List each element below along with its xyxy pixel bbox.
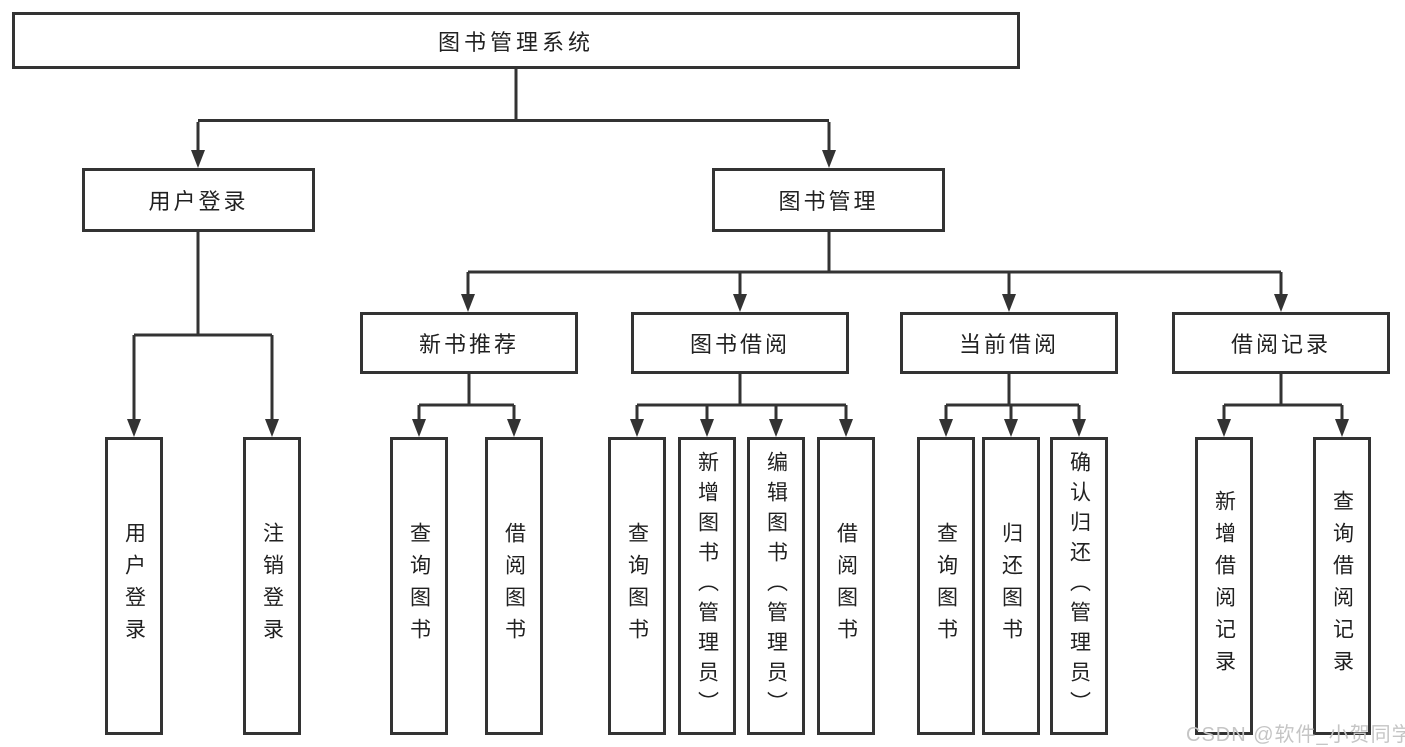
node-label: 新增图书（管理员） bbox=[695, 451, 720, 721]
leaf-borrow-borrow-books: 借阅图书 bbox=[817, 437, 875, 735]
leaf-current-query-books: 查询图书 bbox=[917, 437, 975, 735]
node-label: 新书推荐 bbox=[418, 332, 519, 357]
connector-current-to-leaves bbox=[944, 374, 1081, 420]
node-book-borrow: 图书借阅 bbox=[631, 312, 849, 374]
node-label: 用户登录 bbox=[148, 189, 249, 214]
node-label: 查询图书 bbox=[407, 522, 432, 650]
node-new-book-recommend: 新书推荐 bbox=[360, 312, 578, 374]
connector-recommend-to-leaves bbox=[417, 374, 516, 420]
node-label: 查询图书 bbox=[625, 522, 650, 650]
node-label: 确认归还（管理员） bbox=[1067, 451, 1092, 721]
node-label: 归还图书 bbox=[999, 522, 1024, 650]
node-label: 借阅图书 bbox=[502, 522, 527, 650]
node-label: 用户登录 bbox=[122, 522, 147, 650]
node-label: 当前借阅 bbox=[958, 332, 1059, 357]
node-user-login: 用户登录 bbox=[82, 168, 315, 232]
leaf-borrow-edit-books-admin: 编辑图书（管理员） bbox=[747, 437, 805, 735]
connector-bookmgmt-to-level3 bbox=[466, 232, 1283, 295]
node-label: 借阅记录 bbox=[1230, 332, 1331, 357]
leaf-user-login: 用户登录 bbox=[105, 437, 163, 735]
leaf-current-return-books: 归还图书 bbox=[982, 437, 1040, 735]
node-root-library-system: 图书管理系统 bbox=[12, 12, 1020, 69]
node-label: 查询借阅记录 bbox=[1330, 490, 1355, 682]
leaf-recommend-borrow-books: 借阅图书 bbox=[485, 437, 543, 735]
leaf-recommend-query-books: 查询图书 bbox=[390, 437, 448, 735]
node-label: 新增借阅记录 bbox=[1212, 490, 1237, 682]
leaf-borrow-query-books: 查询图书 bbox=[608, 437, 666, 735]
arrow-down-icon bbox=[127, 419, 279, 437]
leaf-current-confirm-return-admin: 确认归还（管理员） bbox=[1050, 437, 1108, 735]
arrow-down-icon bbox=[630, 419, 853, 437]
node-label: 借阅图书 bbox=[834, 522, 859, 650]
leaf-borrow-add-books-admin: 新增图书（管理员） bbox=[678, 437, 736, 735]
node-label: 查询图书 bbox=[934, 522, 959, 650]
node-label: 注销登录 bbox=[260, 522, 285, 650]
node-label: 图书管理 bbox=[778, 189, 879, 214]
node-current-borrow: 当前借阅 bbox=[900, 312, 1118, 374]
connector-userlogin-to-leaves bbox=[132, 232, 274, 420]
connector-records-to-leaves bbox=[1222, 374, 1344, 420]
arrow-down-icon bbox=[939, 419, 1086, 437]
node-borrow-records: 借阅记录 bbox=[1172, 312, 1390, 374]
node-label: 编辑图书（管理员） bbox=[764, 451, 789, 721]
connector-root-to-level2 bbox=[196, 69, 831, 151]
arrow-down-icon bbox=[1217, 419, 1349, 437]
node-label: 图书管理系统 bbox=[437, 29, 594, 55]
arrow-down-icon bbox=[412, 419, 521, 437]
leaf-records-add-record: 新增借阅记录 bbox=[1195, 437, 1253, 735]
leaf-logout: 注销登录 bbox=[243, 437, 301, 735]
csdn-watermark: CSDN @软件_小贺同学 bbox=[1186, 724, 1405, 746]
leaf-records-query-record: 查询借阅记录 bbox=[1313, 437, 1371, 735]
arrow-down-icon bbox=[191, 150, 836, 168]
arrow-down-icon bbox=[461, 294, 1288, 312]
node-label: 图书借阅 bbox=[689, 332, 790, 357]
node-book-management: 图书管理 bbox=[712, 168, 945, 232]
connector-borrow-to-leaves bbox=[635, 374, 848, 420]
